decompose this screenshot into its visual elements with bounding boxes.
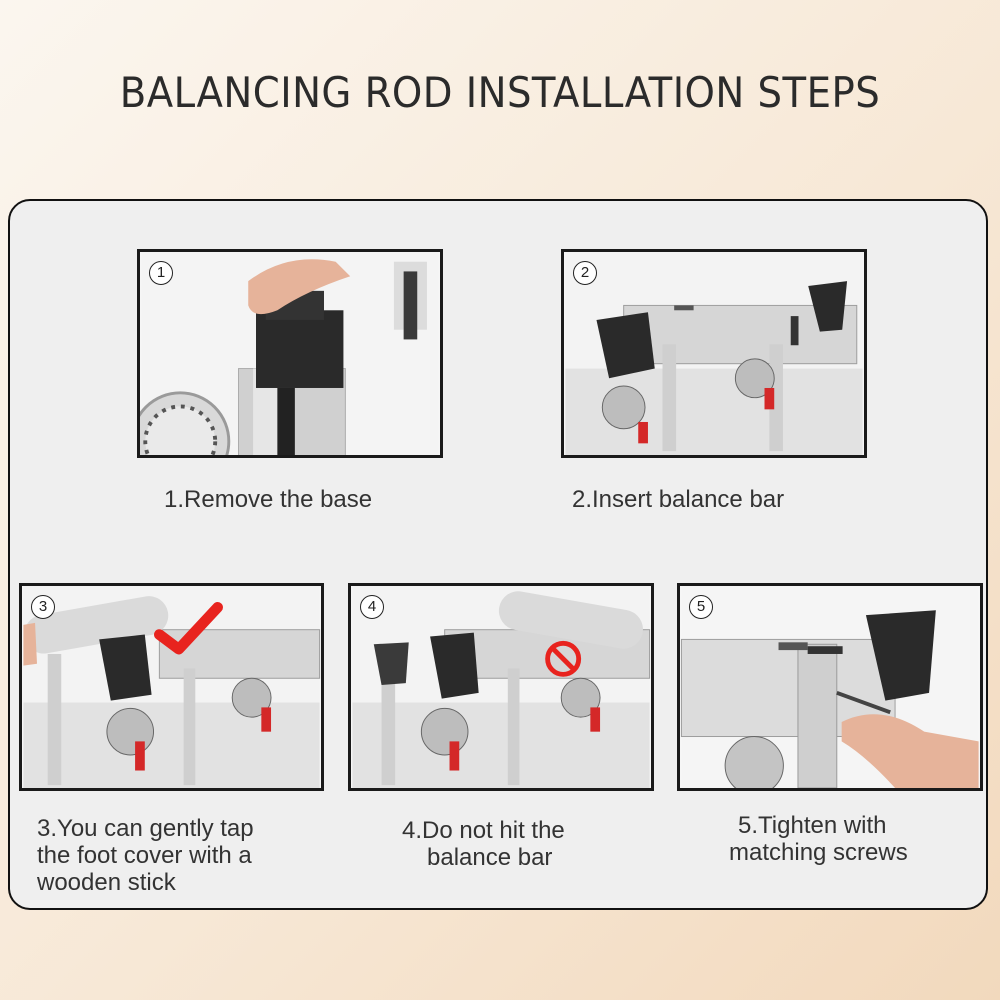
step-4-illustration xyxy=(352,586,651,788)
step-4-number: 4 xyxy=(360,595,384,619)
step-3-number: 3 xyxy=(31,595,55,619)
step-3-photo: 3 xyxy=(19,583,324,791)
step-4-caption-line-2: balance bar xyxy=(427,844,553,871)
step-4-caption-line-1: 4.Do not hit the xyxy=(402,817,565,844)
step-3-caption-line-2: the foot cover with a xyxy=(37,842,252,869)
step-1-number: 1 xyxy=(149,261,173,285)
step-5-caption-line-1: 5.Tighten with xyxy=(738,812,887,839)
page-title: BALANCING ROD INSTALLATION STEPS xyxy=(119,68,881,117)
step-1-photo: 1 xyxy=(137,249,443,458)
step-3-caption-line-3: wooden stick xyxy=(37,869,176,896)
step-3-caption-line-1: 3.You can gently tap xyxy=(37,815,254,842)
step-2-photo: 2 xyxy=(561,249,867,458)
step-4-photo: 4 xyxy=(348,583,654,791)
step-5-number: 5 xyxy=(689,595,713,619)
step-2-number: 2 xyxy=(573,261,597,285)
step-2-caption: 2.Insert balance bar xyxy=(572,486,785,513)
step-1-caption: 1.Remove the base xyxy=(164,486,373,513)
step-3-illustration xyxy=(23,586,321,788)
step-5-caption-line-2: matching screws xyxy=(729,839,908,866)
step-5-photo: 5 xyxy=(677,583,983,791)
step-1-illustration xyxy=(140,252,439,455)
step-5-illustration xyxy=(680,586,979,788)
step-2-illustration xyxy=(565,252,863,455)
